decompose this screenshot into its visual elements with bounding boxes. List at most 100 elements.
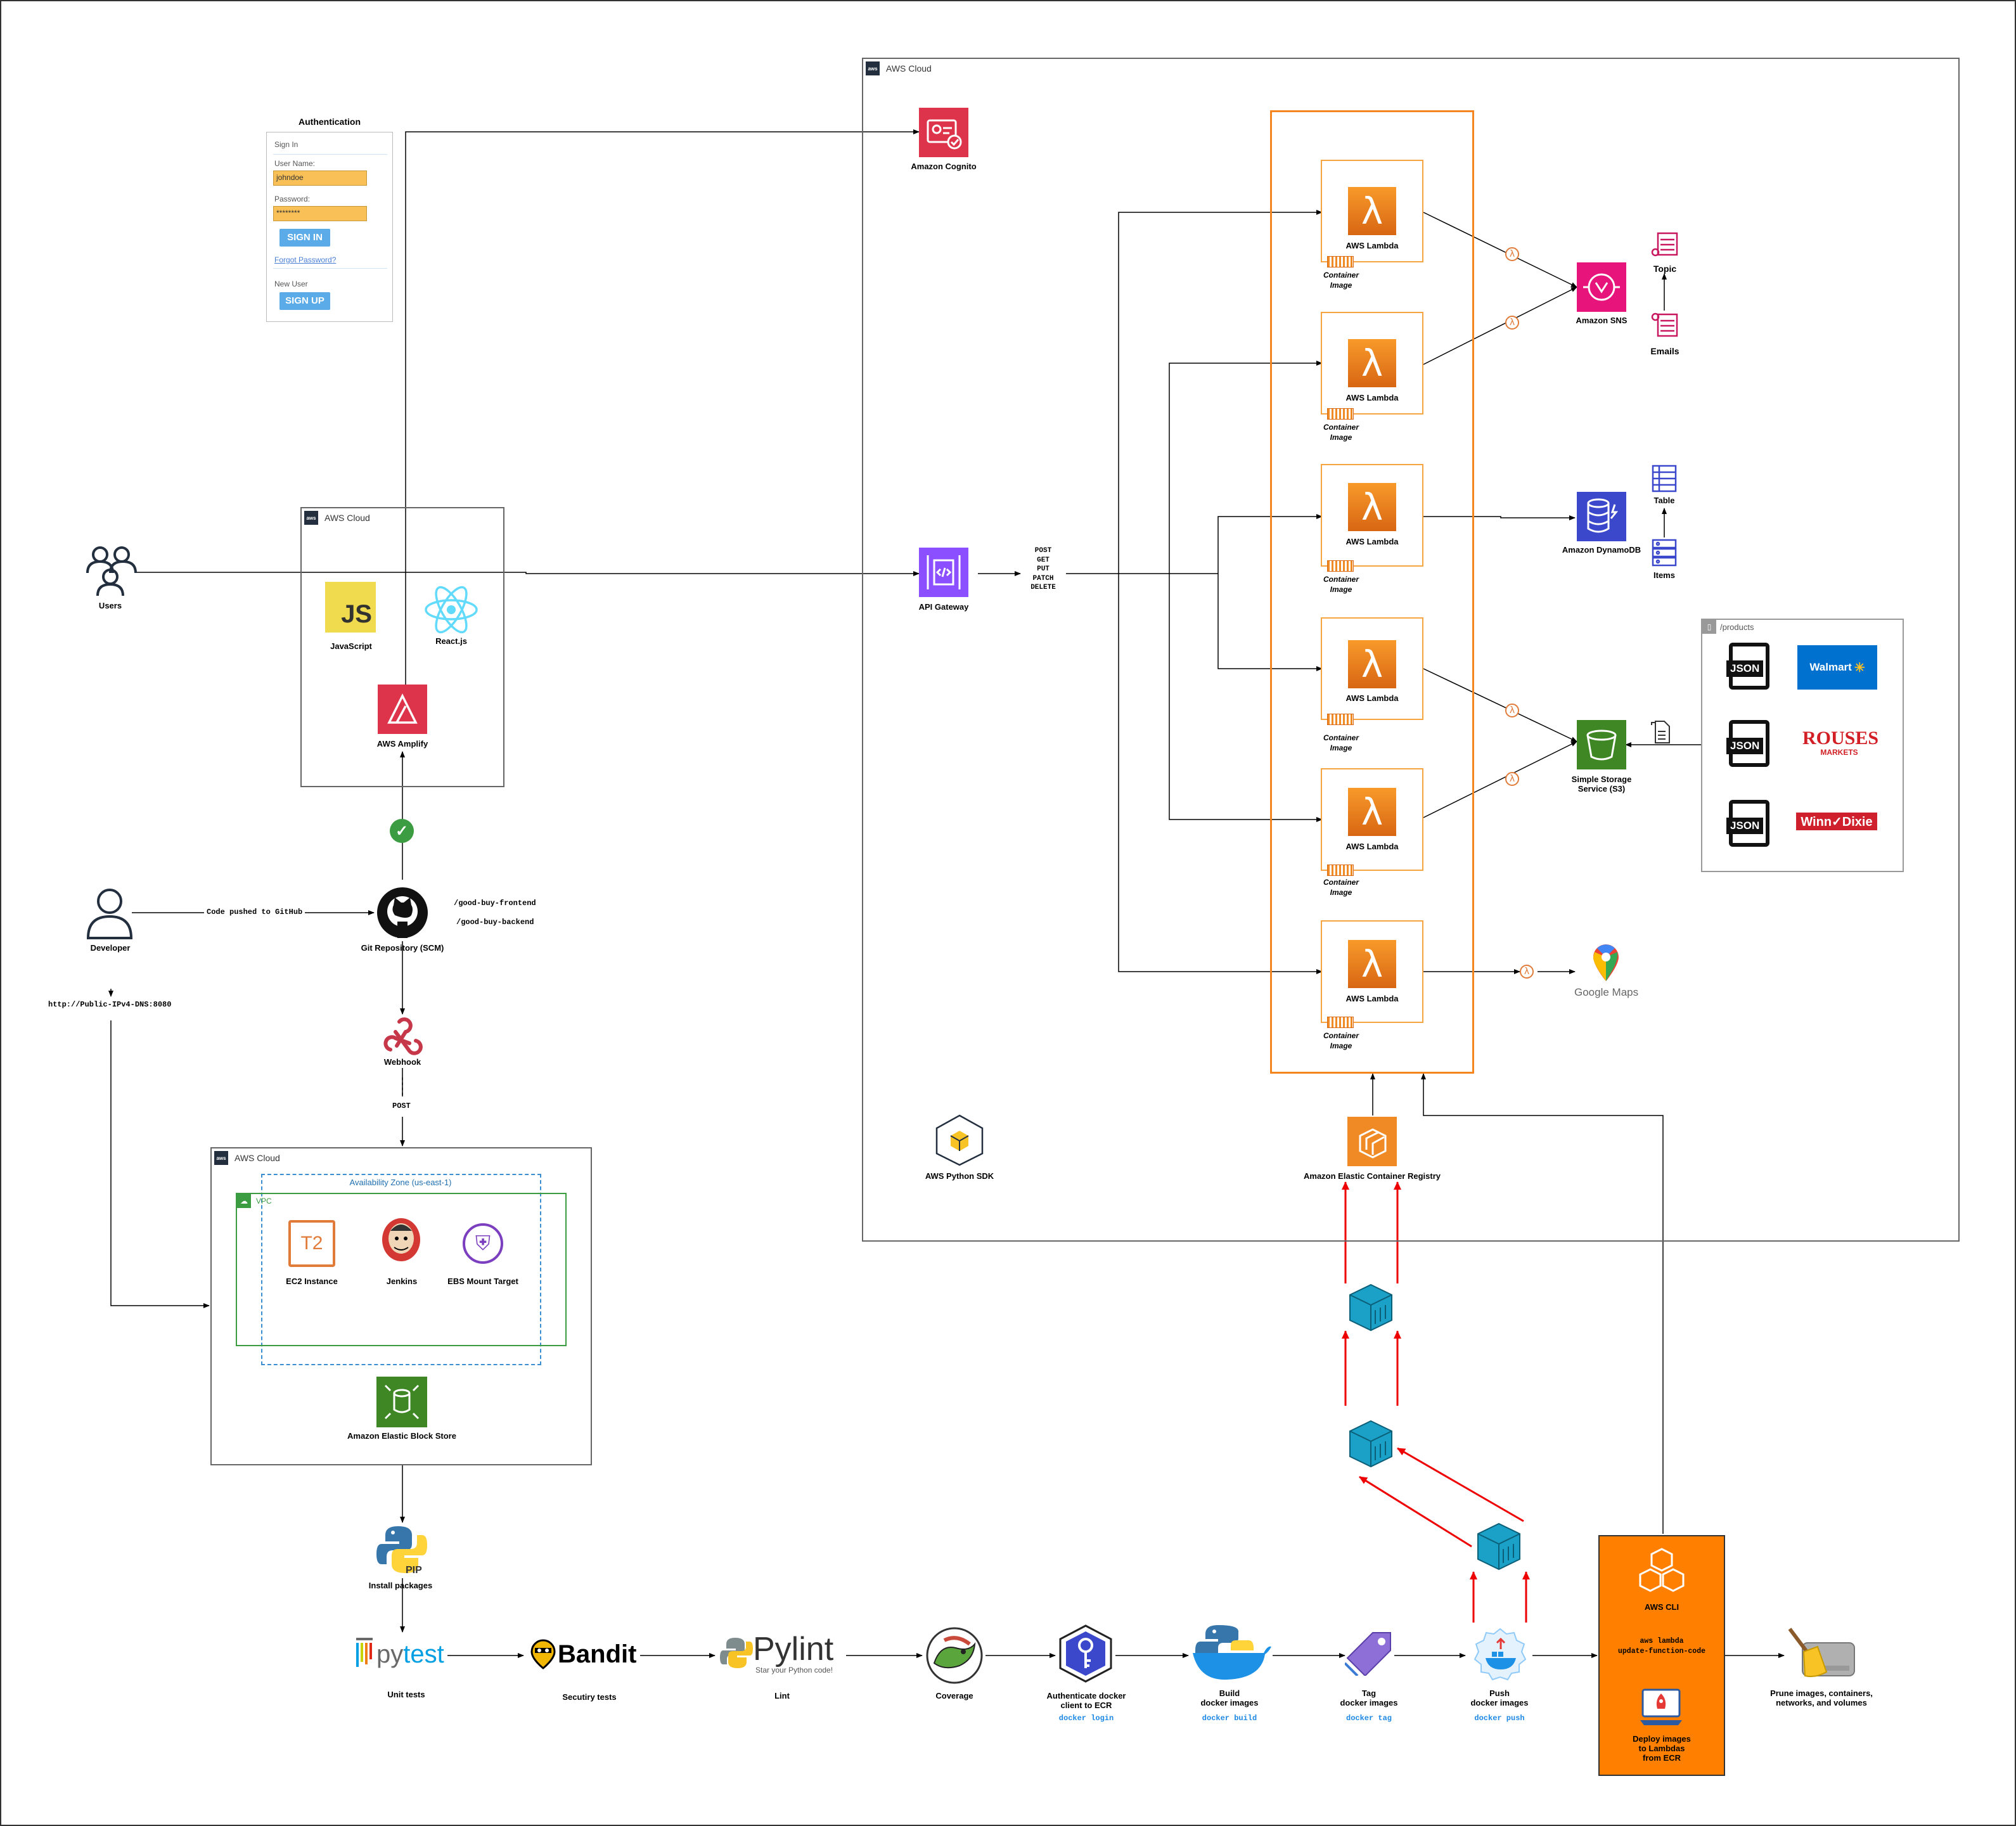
s3-object-icon bbox=[1650, 720, 1671, 744]
docker-image-cube bbox=[1477, 1522, 1520, 1571]
emails-label: Emails bbox=[1650, 346, 1679, 356]
aws-logo-icon: aws bbox=[304, 511, 318, 525]
lambda-label: AWS Lambda bbox=[1345, 537, 1399, 546]
pytest-label: Unit tests bbox=[387, 1690, 425, 1699]
users-label: Users bbox=[98, 601, 122, 610]
api-gateway-icon bbox=[919, 548, 968, 597]
github-icon bbox=[377, 887, 428, 938]
topic-icon bbox=[1650, 229, 1679, 259]
method-post: POST bbox=[1034, 547, 1052, 555]
developer-icon bbox=[86, 889, 133, 939]
lambda-function-icon: λ bbox=[1520, 965, 1534, 979]
group-label: AWS Cloud bbox=[324, 513, 370, 523]
edge-users-apigw bbox=[134, 571, 920, 576]
ebs-icon bbox=[376, 1377, 427, 1427]
aws-cli-cubes-icon bbox=[1639, 1548, 1685, 1592]
coverage-label: Coverage bbox=[935, 1691, 973, 1701]
table-label: Table bbox=[1653, 496, 1675, 505]
bandit-logo: Bandit bbox=[530, 1639, 636, 1669]
lambda-function-icon: λ bbox=[1505, 316, 1519, 330]
topic-label: Topic bbox=[1653, 264, 1677, 274]
ebs-label: Amazon Elastic Block Store bbox=[347, 1431, 456, 1441]
webhook-icon bbox=[383, 1017, 423, 1055]
docker-login-cmd: docker login bbox=[1058, 1714, 1114, 1723]
ecr-auth-key-icon bbox=[1059, 1624, 1112, 1683]
pip-text: PIP bbox=[406, 1565, 422, 1576]
repo-frontend: /good-buy-frontend bbox=[454, 899, 536, 908]
pip-icon: PIP bbox=[376, 1526, 427, 1576]
group-label: AWS Cloud bbox=[886, 63, 932, 74]
git-repo-label: Git Repository (SCM) bbox=[361, 943, 444, 953]
auth-panel: Sign In User Name: johndoe Password: ***… bbox=[266, 132, 393, 322]
json-file-icon: JSON bbox=[1726, 643, 1769, 690]
walmart-logo: Walmart✳ bbox=[1797, 645, 1877, 690]
forgot-password-link[interactable]: Forgot Password? bbox=[274, 255, 337, 264]
sign-up-button[interactable]: SIGN UP bbox=[279, 292, 330, 310]
ec2-instance-icon: T2 bbox=[288, 1220, 335, 1267]
aws-amplify-icon bbox=[378, 685, 427, 734]
api-gateway-label: API Gateway bbox=[918, 602, 969, 612]
lambda-label: AWS Lambda bbox=[1345, 693, 1399, 703]
code-pushed-label: Code pushed to GitHub bbox=[204, 908, 305, 916]
auth-title: Authentication bbox=[299, 117, 361, 127]
container-image-icon bbox=[1327, 714, 1354, 725]
winn-dixie-logo: Winn✓Dixie bbox=[1796, 813, 1877, 830]
method-get: GET bbox=[1037, 556, 1050, 564]
lambda-function-icon: λ bbox=[1505, 247, 1519, 261]
prune-label: Prune images, containers,networks, and v… bbox=[1770, 1688, 1873, 1707]
developer-label: Developer bbox=[90, 943, 131, 953]
webhook-label: Webhook bbox=[383, 1057, 421, 1067]
table-icon bbox=[1652, 465, 1677, 492]
az-label: Availability Zone (us-east-1) bbox=[349, 1178, 452, 1187]
json-file-icon: JSON bbox=[1726, 720, 1769, 767]
aws-lambda-icon: λ bbox=[1348, 187, 1396, 235]
react-icon bbox=[425, 586, 478, 634]
rouses-logo: ROUSES MARKETS bbox=[1802, 728, 1879, 757]
aws-cli-block bbox=[1598, 1535, 1725, 1776]
lambda-label: AWS Lambda bbox=[1345, 393, 1399, 402]
docker-tag-cmd: docker tag bbox=[1345, 1714, 1392, 1723]
password-label: Password: bbox=[274, 195, 311, 203]
docker-push-icon bbox=[1473, 1628, 1527, 1681]
vpc-group bbox=[236, 1193, 567, 1346]
cognito-icon bbox=[919, 108, 968, 157]
ecr-icon bbox=[1347, 1117, 1397, 1166]
method-patch: PATCH bbox=[1032, 574, 1054, 582]
bandit-label: Secutiry tests bbox=[562, 1692, 617, 1702]
docker-build-icon bbox=[1193, 1625, 1271, 1680]
container-image-icon bbox=[1327, 408, 1354, 420]
lambda-label: AWS Lambda bbox=[1345, 241, 1399, 250]
aws-lambda-icon: λ bbox=[1348, 788, 1396, 836]
username-field[interactable]: johndoe bbox=[273, 170, 367, 186]
lambda-function-icon: λ bbox=[1505, 772, 1519, 786]
users-icon bbox=[86, 546, 137, 596]
json-file-icon: JSON bbox=[1726, 800, 1769, 847]
container-image-icon bbox=[1327, 256, 1354, 267]
check-icon: ✓ bbox=[390, 819, 414, 843]
vpc-cloud-icon: ☁ bbox=[237, 1194, 251, 1208]
vpc-label: VPC bbox=[256, 1197, 272, 1206]
container-image-icon bbox=[1327, 1017, 1354, 1028]
sign-in-button[interactable]: SIGN IN bbox=[279, 229, 330, 247]
aws-logo-icon: aws bbox=[214, 1151, 228, 1165]
password-field[interactable]: ******** bbox=[273, 206, 367, 221]
products-group bbox=[1701, 619, 1904, 872]
sns-icon bbox=[1577, 262, 1626, 312]
availability-zone bbox=[261, 1174, 541, 1365]
products-label: /products bbox=[1720, 622, 1754, 632]
dynamodb-label: Amazon DynamoDB bbox=[1562, 545, 1641, 555]
email-icon bbox=[1650, 311, 1679, 340]
ec2-instance-text: T2 bbox=[300, 1233, 323, 1254]
